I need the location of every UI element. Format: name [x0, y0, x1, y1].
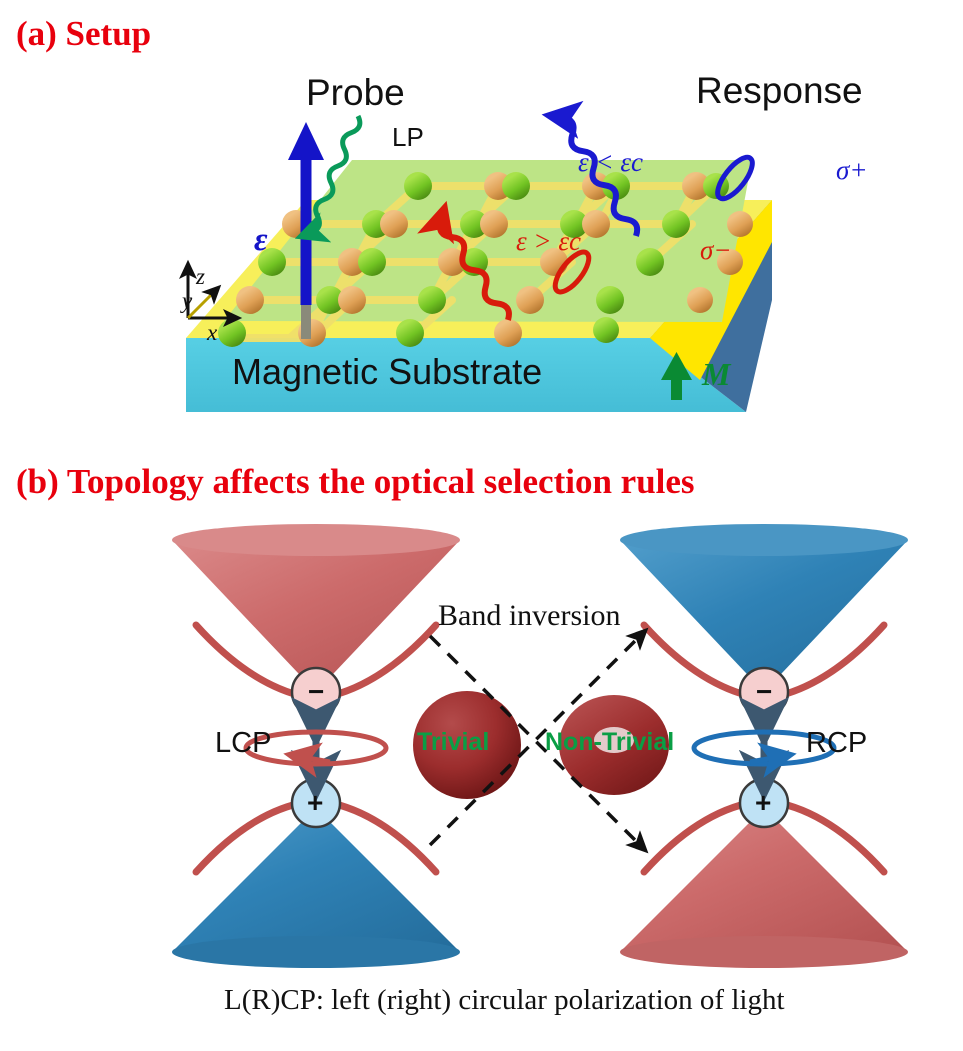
panel-a-title: (a) Setup — [16, 14, 152, 53]
left-lower-cone — [172, 808, 460, 968]
electric-field-label: ε — [254, 222, 268, 258]
plate-edge-highlight — [650, 200, 772, 380]
left-plus-badge-text: + — [307, 787, 324, 818]
left-lower-band-right — [322, 798, 440, 876]
sigma-minus-label: σ− — [700, 235, 732, 265]
right-plus-badge-text: + — [755, 787, 772, 818]
left-upper-band-left — [192, 621, 310, 701]
left-upper-cone — [172, 524, 460, 692]
rcp-label: RCP — [806, 727, 868, 759]
trivial-label: Trivial — [417, 728, 490, 756]
lcp-ring-arrow — [283, 742, 331, 778]
left-minus-badge-text: − — [308, 676, 325, 707]
right-upper-band-left — [640, 621, 758, 701]
band-inversion-label: Band inversion — [438, 599, 621, 632]
non-trivial-label: Non-Trivial — [545, 728, 675, 756]
right-upper-cone — [620, 524, 908, 692]
lcp-label: LCP — [215, 727, 272, 759]
lattice-plate — [224, 160, 752, 322]
rcp-ring-arrow — [749, 742, 797, 778]
left-upper-band-right — [322, 621, 440, 701]
lp-label: LP — [392, 122, 424, 152]
figure-caption: L(R)CP: left (right) circular polarizati… — [224, 984, 785, 1016]
sigma-plus-label: σ+ — [836, 155, 868, 185]
lattice-atoms — [218, 172, 753, 347]
electric-field-arrow — [288, 122, 324, 339]
axis-x-label: x — [207, 320, 218, 345]
right-lower-band-right — [770, 798, 888, 876]
left-lower-band-left — [192, 798, 310, 876]
epsilon-above-critical-label: ε > εc — [516, 226, 581, 256]
lattice-bonds — [228, 182, 720, 342]
response-label: Response — [696, 70, 863, 111]
probe-wave — [294, 114, 363, 243]
probe-label: Probe — [306, 72, 405, 113]
epsilon-below-critical-label: ε < εc — [578, 147, 643, 177]
panel-b-title: (b) Topology affects the optical selecti… — [16, 462, 695, 501]
right-minus-badge-text: − — [756, 676, 773, 707]
right-lower-band-left — [640, 798, 758, 876]
right-lower-cone — [620, 808, 908, 968]
magnetic-substrate-label: Magnetic Substrate — [232, 351, 543, 392]
magnetization-label: M — [702, 356, 731, 392]
right-upper-band-right — [770, 621, 888, 701]
coordinate-axes — [179, 259, 243, 327]
axis-z-label: z — [196, 264, 205, 289]
magnetization-arrow — [661, 352, 692, 400]
axis-y-label: y — [182, 288, 193, 313]
